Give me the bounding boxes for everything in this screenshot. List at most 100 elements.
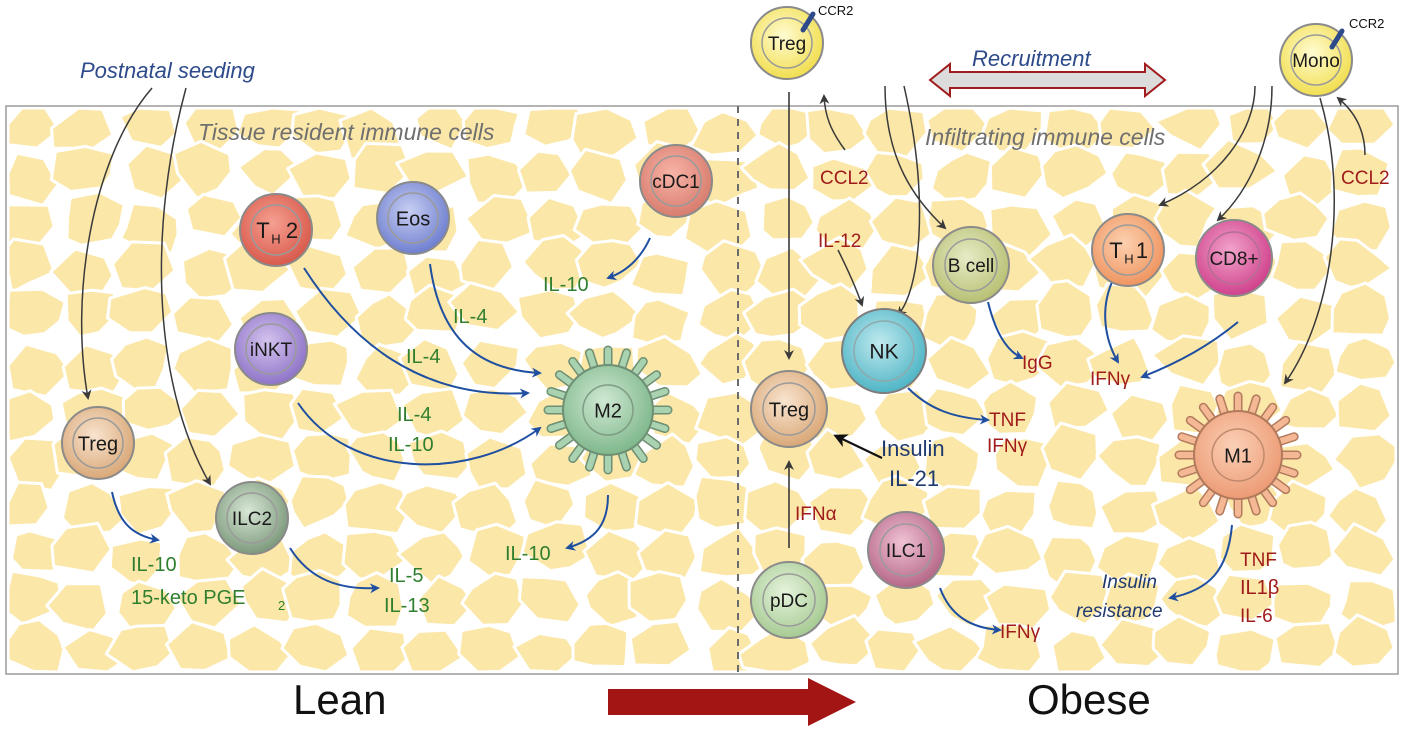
adipocyte <box>64 288 120 339</box>
adipocyte <box>925 106 992 154</box>
th1-subscript: H <box>1124 251 1133 266</box>
inkt-cell: iNKT <box>234 312 308 386</box>
adipocyte <box>636 528 699 580</box>
ccl2-right-label: CCL2 <box>1341 168 1390 189</box>
adipocyte <box>6 106 61 150</box>
adipocyte <box>1261 191 1331 242</box>
treg-circulating-cell: Treg CCR2 <box>750 3 853 80</box>
adipocyte <box>582 480 650 534</box>
monocyte-cell: Mono CCR2 <box>1279 16 1384 97</box>
adipocyte <box>971 524 1045 576</box>
adipocyte <box>807 614 883 668</box>
adipocyte <box>60 481 129 537</box>
lean-to-obese-arrow <box>608 678 856 726</box>
adipocyte <box>461 106 521 151</box>
adipocyte <box>65 190 126 247</box>
tissue-frame <box>5 105 1399 675</box>
arrow-ilc1-ifng <box>939 587 1002 635</box>
adipocyte <box>693 435 753 480</box>
arrow-th2-to-m2 <box>303 267 530 399</box>
adipocyte <box>6 480 51 528</box>
adipocyte <box>464 194 538 245</box>
adipocyte <box>627 570 689 624</box>
adipocyte <box>571 621 630 669</box>
adipocyte <box>1325 106 1397 146</box>
adipocyte <box>689 110 760 157</box>
adipocyte <box>633 481 700 538</box>
adipocyte <box>1095 435 1163 488</box>
adipocyte <box>980 379 1040 436</box>
nk-cell: NK <box>841 308 927 394</box>
adipocyte <box>170 295 236 344</box>
adipocyte <box>520 520 593 573</box>
th1-cell: T H 1 <box>1091 213 1165 287</box>
adipocyte <box>574 239 644 290</box>
recruitment-arrow <box>928 61 1167 99</box>
adipocyte <box>1035 279 1095 340</box>
il10-m2-label: IL-10 <box>505 543 551 565</box>
adipocyte <box>10 529 63 573</box>
adipocyte <box>163 435 227 489</box>
arrow-cd8-ifng <box>1140 321 1239 379</box>
pdc-cell: pDC <box>750 561 828 639</box>
adipocyte <box>6 342 73 398</box>
adipocyte <box>1046 478 1100 531</box>
adipocyte <box>1332 613 1396 669</box>
adipocyte <box>286 151 353 201</box>
cd8-label: CD8+ <box>1209 249 1258 270</box>
arrow-m1-insulin-resistance <box>1168 524 1233 602</box>
adipocyte <box>512 631 580 674</box>
recruitment-label: Recruitment <box>972 46 1091 71</box>
adipocyte <box>693 474 753 530</box>
il12-label: IL-12 <box>818 231 861 252</box>
nk-label: NK <box>869 341 898 364</box>
adipocyte <box>868 195 934 254</box>
il13-label: IL-13 <box>384 595 430 617</box>
arrow-mono-th1 <box>1158 85 1256 207</box>
il21-label: IL-21 <box>889 466 939 491</box>
adipocyte <box>6 287 67 338</box>
adipocyte <box>49 144 116 193</box>
adipocyte <box>6 237 56 295</box>
adipocyte <box>106 286 175 335</box>
th2-cell: T H 2 <box>239 193 313 267</box>
adipocyte <box>1093 282 1156 334</box>
adipocyte <box>1108 392 1171 445</box>
adipocyte <box>1040 421 1100 482</box>
th2-subscript: H <box>271 231 280 246</box>
ifng-nk-label: IFNγ <box>987 436 1028 457</box>
adipocyte <box>280 621 351 674</box>
adipocyte <box>349 626 409 674</box>
adipocyte <box>698 239 769 298</box>
ccr2-receptor-treg <box>800 11 816 33</box>
keto-pge-label: 15-keto PGE <box>131 587 246 609</box>
adipocyte <box>344 571 405 629</box>
adipocyte <box>50 521 113 575</box>
th2-label: T <box>256 218 269 243</box>
il10-cdc1-label: IL-10 <box>543 274 589 296</box>
adipocyte <box>457 623 522 674</box>
adipocyte <box>118 106 178 149</box>
ccl2-left-label: CCL2 <box>820 168 869 189</box>
adipocyte <box>921 484 983 531</box>
adipocyte <box>1213 572 1277 623</box>
adipocyte <box>1040 143 1110 200</box>
mono-label: Mono <box>1292 51 1340 72</box>
adipocyte <box>912 624 985 674</box>
adipocyte <box>697 331 761 387</box>
ilc2-label: ILC2 <box>232 509 272 530</box>
eos-cell: Eos <box>376 181 450 255</box>
ccr2-label-treg: CCR2 <box>818 3 853 18</box>
il5-label: IL-5 <box>389 565 423 587</box>
adipocyte <box>1330 522 1397 578</box>
th2-suffix: 2 <box>286 218 298 243</box>
adipocyte <box>1033 336 1110 389</box>
adipocyte <box>165 620 233 672</box>
adipocyte <box>6 618 66 674</box>
adipocyte <box>61 627 131 674</box>
arrow-recruit-bcell <box>884 85 947 230</box>
insulin-label: Insulin <box>881 436 945 461</box>
treg-circulating-label: Treg <box>768 34 806 55</box>
